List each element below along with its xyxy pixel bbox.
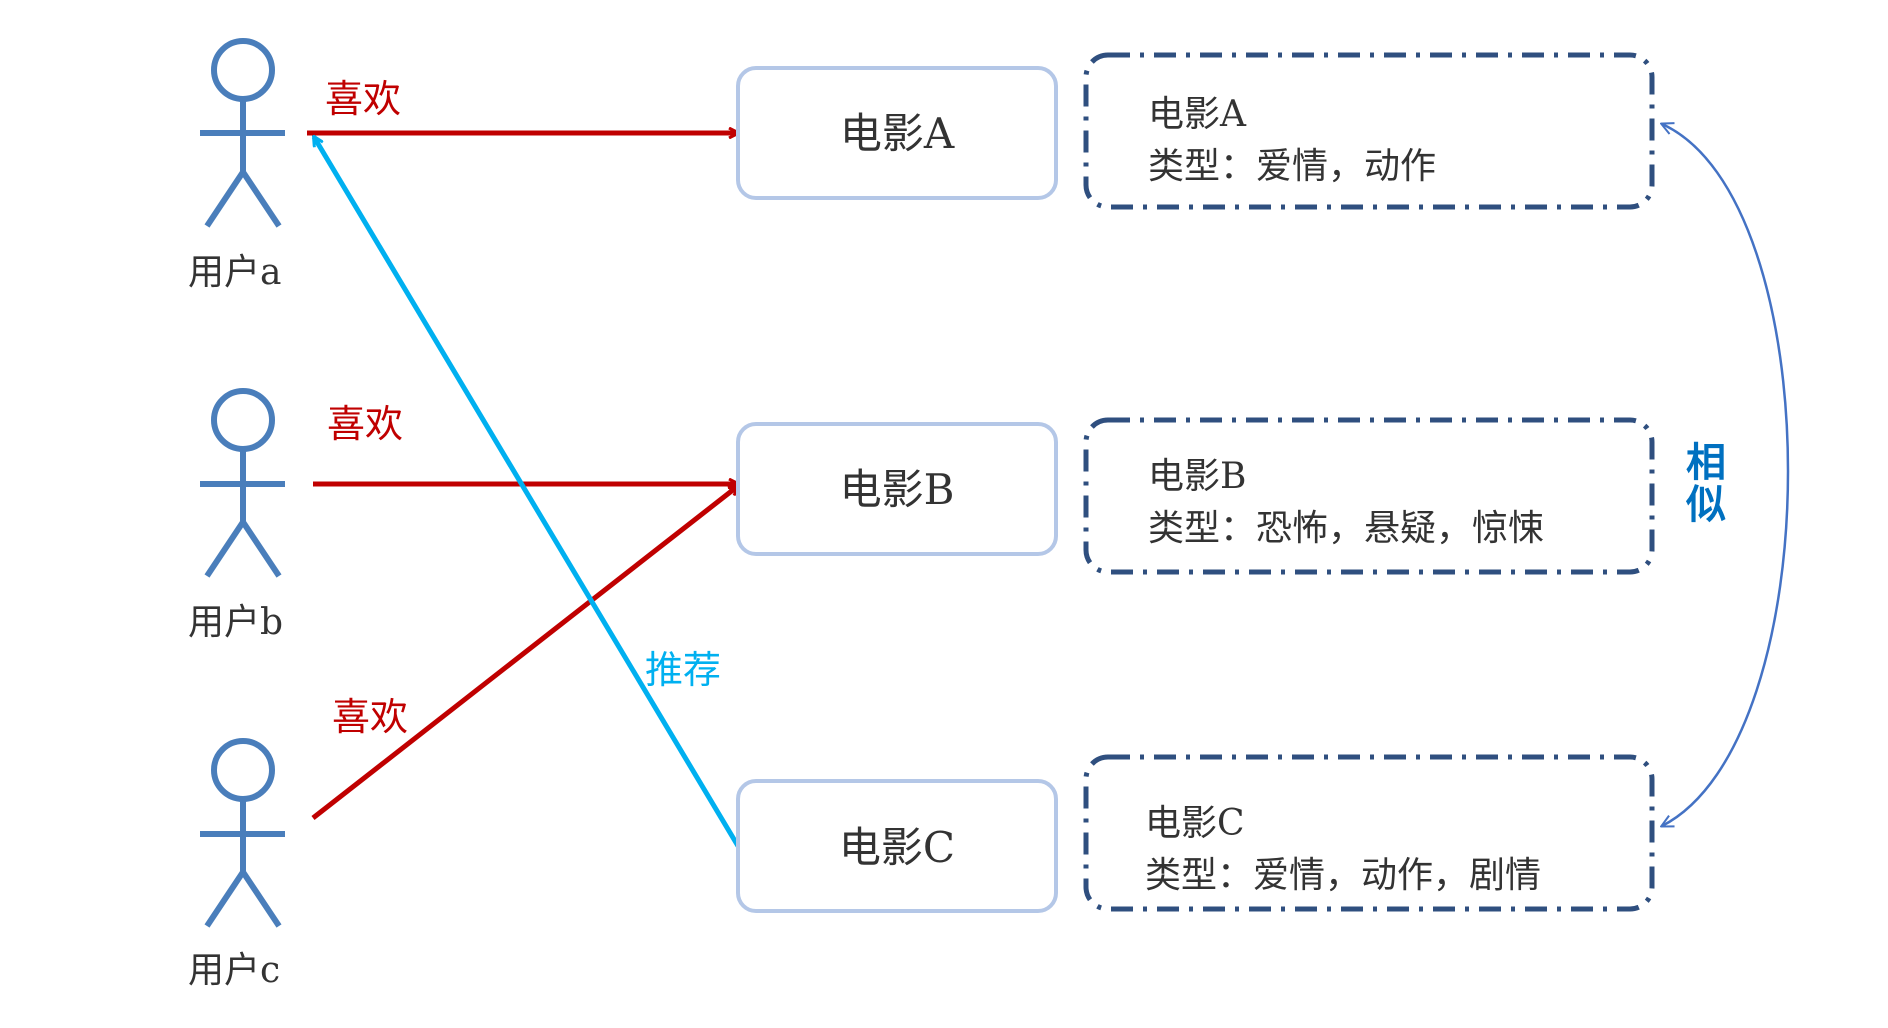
like-arrow-c-to-movie-b	[311, 486, 738, 820]
movie-info-b: 电影B 类型：恐怖，悬疑，惊悚	[1083, 417, 1655, 575]
recommend-label: 推荐	[645, 648, 721, 692]
movie-node-a: 电影A	[736, 66, 1058, 200]
like-label-c: 喜欢	[332, 695, 408, 739]
user-b-label: 用户b	[188, 602, 283, 643]
like-label-a: 喜欢	[325, 77, 401, 121]
movie-info-c: 电影C 类型：爱情，动作，剧情	[1083, 754, 1655, 912]
user-a	[200, 38, 285, 228]
movie-info-c-title: 电影C	[1145, 803, 1245, 844]
movie-info-a: 电影A 类型：爱情，动作	[1083, 52, 1655, 210]
user-b-figure-icon	[211, 388, 275, 452]
movie-info-b-type: 类型：恐怖，悬疑，惊悚	[1148, 508, 1544, 549]
movie-node-c: 电影C	[736, 779, 1058, 913]
movie-node-b: 电影B	[736, 422, 1058, 556]
movie-info-a-title: 电影A	[1148, 94, 1247, 135]
like-label-b: 喜欢	[327, 402, 403, 446]
recommend-arrow-movie-c-to-user-a	[314, 137, 741, 848]
movie-node-c-label: 电影C	[839, 823, 955, 872]
user-c-label: 用户c	[188, 950, 280, 991]
user-c	[200, 738, 285, 928]
user-a-label: 用户a	[188, 252, 281, 293]
similar-label-char-1: 相	[1686, 440, 1726, 486]
movie-node-b-label: 电影B	[840, 465, 955, 514]
movie-info-a-type: 类型：爱情，动作	[1148, 146, 1436, 187]
user-b	[200, 388, 285, 578]
movie-info-b-title: 电影B	[1148, 456, 1246, 497]
movie-info-c-type: 类型：爱情，动作，剧情	[1145, 855, 1541, 896]
user-c-figure-icon	[211, 738, 275, 802]
movie-node-a-label: 电影A	[840, 109, 955, 158]
similar-arrow	[1662, 124, 1790, 826]
user-a-figure-icon	[211, 38, 275, 102]
similar-label-char-2: 似	[1685, 482, 1726, 528]
